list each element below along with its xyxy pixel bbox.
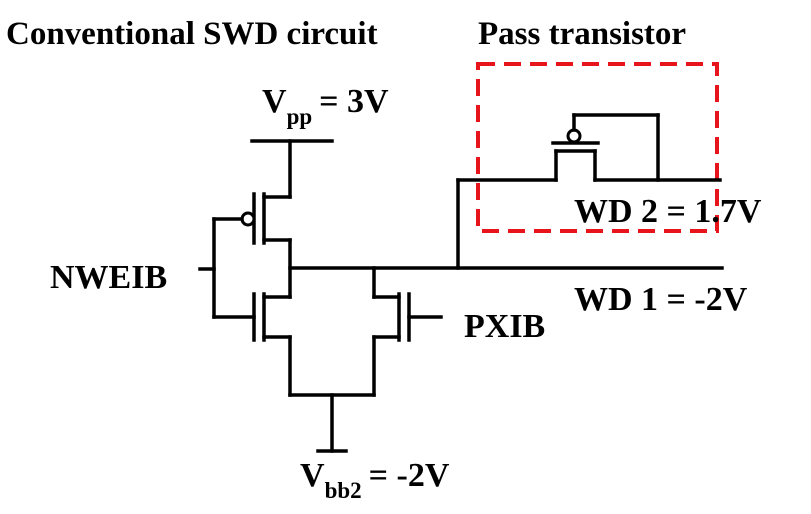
vpp-subscript: pp [287,104,313,129]
vpp-symbol: V [262,83,287,120]
pass-transistor-highlight-box [476,62,719,233]
vpp-value: = 3V [319,83,389,120]
pass-transistor-pmos [551,113,660,182]
vpp-label: Vpp= 3V [262,83,389,129]
pass-transistor-gate-bubble [566,128,582,144]
pmos-driver [212,192,292,245]
wd2-label: WD 2 = 1.7V [574,193,762,230]
vbb2-value: = -2V [369,457,450,494]
vbb2-label: Vbb2 = -2V [300,457,450,503]
pxib-label: PXIB [464,308,545,345]
pxib-nmos [372,266,443,397]
pass-transistor-label: Pass transistor [478,16,686,52]
nmos-driver [212,292,292,342]
nweib-label: NWEIB [50,259,167,296]
vbb2-symbol: V [300,457,325,494]
wd1-label: WD 1 = -2V [574,281,748,318]
vbb2-subscript: bb2 [325,478,362,503]
diagram-title: Conventional SWD circuit [6,16,378,52]
pmos-gate-bubble [240,211,256,227]
